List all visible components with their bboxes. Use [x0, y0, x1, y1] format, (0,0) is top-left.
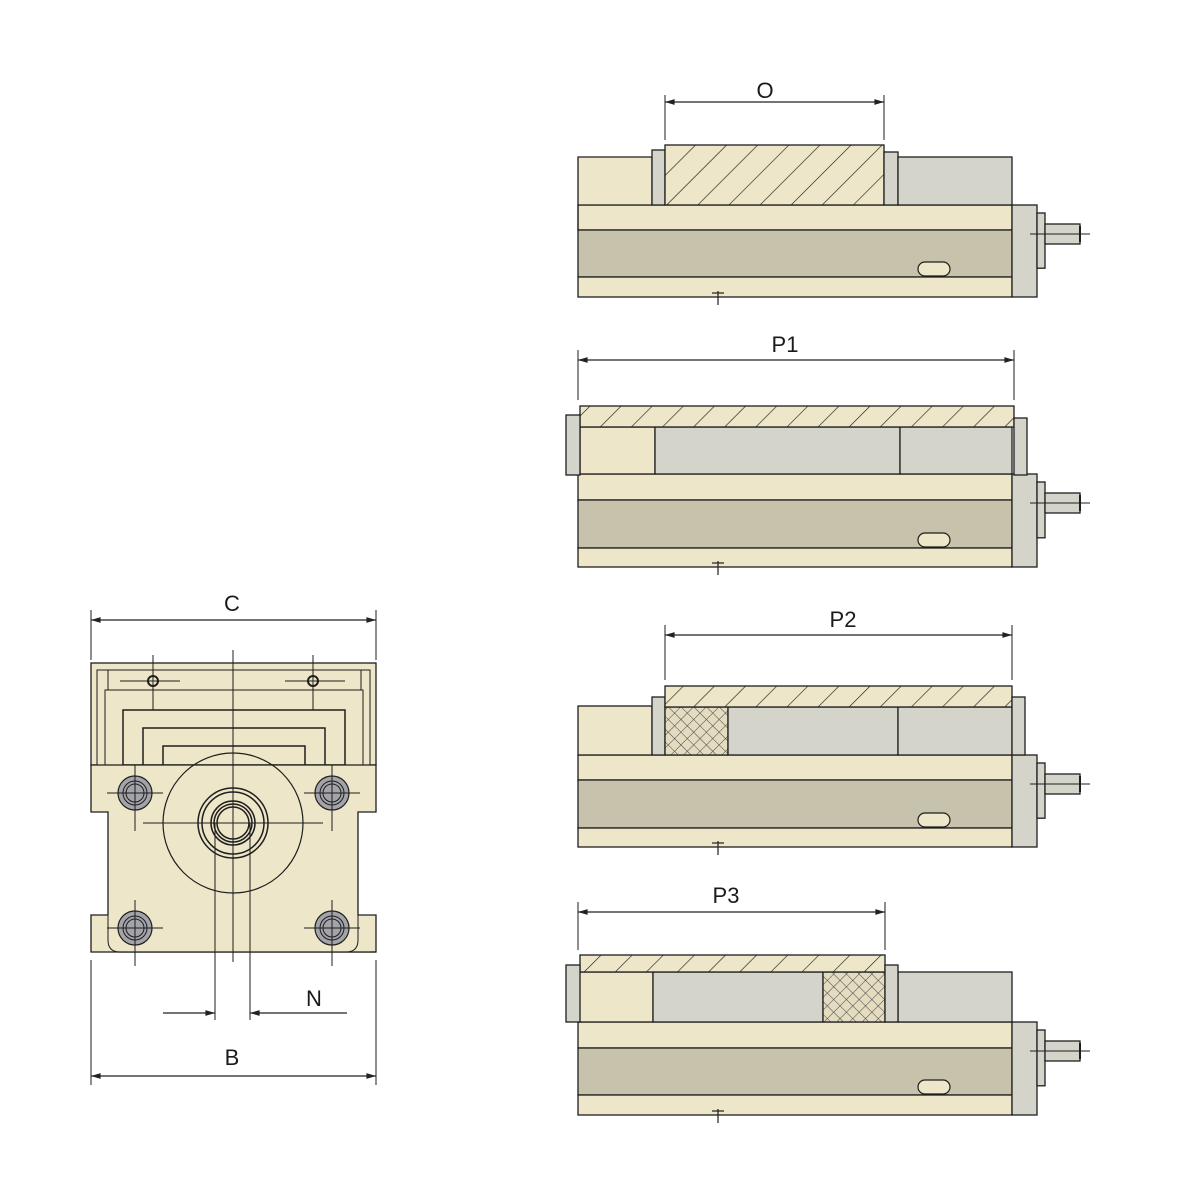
flange [1036, 481, 1046, 539]
vise-body-base [577, 827, 1013, 848]
jaw-block [897, 706, 1013, 756]
fixed-jaw-block [579, 426, 656, 475]
jaw-plate-right [883, 151, 899, 206]
vise-body-base [577, 1094, 1013, 1116]
knurled-insert [664, 706, 729, 756]
knurled-insert [822, 971, 886, 1023]
flange [1036, 762, 1046, 819]
jaw-block [654, 426, 901, 475]
workpiece [664, 144, 885, 206]
end-cap [1011, 473, 1038, 568]
workpiece [579, 954, 886, 973]
flange [1036, 1029, 1046, 1087]
side-view-p1 [565, 405, 1090, 575]
slot-hole [917, 261, 951, 277]
jaw-plate-left [565, 964, 581, 1023]
jaw-block [727, 706, 899, 756]
jaw-plate-right [1011, 696, 1026, 756]
slot-hole [917, 532, 951, 548]
slot-hole [917, 812, 951, 828]
label-o: O [756, 78, 773, 103]
fixed-jaw-block [577, 705, 653, 756]
movable-jaw [897, 156, 1013, 206]
label-p3: P3 [713, 883, 740, 908]
end-cap [1011, 754, 1038, 848]
fixed-jaw-block [577, 156, 653, 206]
slot-hole [917, 1079, 951, 1095]
vise-body-upper [577, 1021, 1013, 1049]
side-view-o [577, 144, 1090, 305]
jaw-block [899, 426, 1013, 475]
jaw-plate-right [1013, 417, 1028, 476]
movable-jaw [897, 971, 1013, 1023]
jaw-plate-left [651, 696, 666, 756]
jaw-plate-right [884, 964, 899, 1023]
fixed-jaw-block [577, 971, 654, 1023]
jaw-plate-left [565, 414, 581, 476]
vise-body-base [577, 547, 1013, 568]
label-b: B [225, 1045, 240, 1070]
label-p2: P2 [830, 607, 857, 632]
vise-body-upper [577, 754, 1013, 781]
vise-body-upper [577, 204, 1013, 231]
vise-body-upper [577, 473, 1013, 501]
jaw-step [162, 745, 306, 766]
jaw-block [652, 971, 824, 1023]
label-c: C [224, 591, 240, 616]
side-view-p3 [565, 954, 1090, 1123]
jaw-plate-left [651, 149, 666, 206]
label-p1: P1 [772, 332, 799, 357]
side-view-p2 [577, 685, 1090, 855]
end-cap [1011, 204, 1038, 298]
workpiece [664, 685, 1013, 708]
flange [1036, 212, 1046, 269]
end-cap [1011, 1021, 1038, 1116]
workpiece [579, 405, 1015, 428]
vise-body-base [577, 276, 1013, 298]
front-view [90, 610, 377, 1085]
label-n: N [306, 986, 322, 1011]
